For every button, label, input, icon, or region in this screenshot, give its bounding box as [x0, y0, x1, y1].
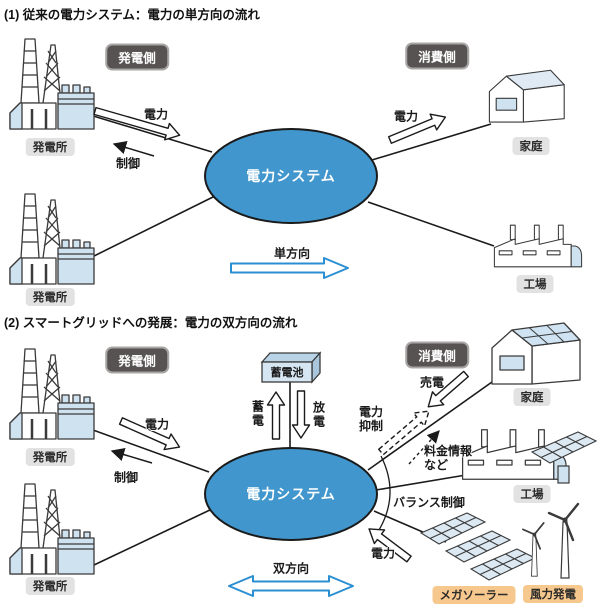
charge-arrow [266, 391, 286, 440]
power-arrow [118, 417, 181, 451]
power-arrow [368, 528, 412, 563]
plant-label: 発電所 [25, 448, 75, 466]
mega-solar-label: メガソーラー [432, 586, 516, 604]
wind-power-label: 風力発電 [523, 585, 583, 603]
battery-icon [260, 351, 322, 384]
home-icon [488, 69, 565, 123]
plant-label: 発電所 [25, 288, 75, 306]
generation-side-badge: 発電側 [105, 346, 169, 374]
discharge-label: 放電 [311, 401, 326, 429]
power-plant-icon [8, 482, 96, 576]
control-arrow [110, 448, 153, 464]
power-plant-icon [8, 347, 96, 441]
discharge-arrow [291, 390, 311, 439]
plant-label: 発電所 [25, 138, 75, 156]
consumption-side-badge: 消費側 [405, 341, 469, 369]
generation-side-badge: 発電側 [105, 43, 169, 71]
battery-label: 蓄電池 [270, 367, 304, 379]
sell-power-label: 売電 [419, 375, 445, 390]
power-system-ellipse-1 [204, 128, 378, 224]
one-way-arrow [230, 257, 349, 279]
wind-turbine-icon [547, 502, 580, 580]
factory-label: 工場 [513, 485, 551, 503]
price-info-arrow [408, 430, 440, 465]
power-plant-icon [8, 192, 96, 286]
consumption-side-badge: 消費側 [405, 42, 469, 70]
control-label: 制御 [115, 156, 141, 171]
control-arrow [112, 141, 155, 157]
control-label: 制御 [113, 470, 139, 485]
factory-label: 工場 [516, 275, 554, 293]
power-label: 電力 [370, 546, 396, 561]
two-way-arrow [228, 575, 354, 597]
wind-turbine-icon [522, 522, 545, 578]
charge-label: 蓄電 [250, 400, 265, 428]
price-info-label: 料金情報など [424, 444, 473, 472]
power-curtailment-arrow [378, 410, 430, 456]
power-system-ellipse-2 [204, 447, 378, 541]
power-system-label: 電力システム [246, 486, 336, 502]
one-way-label: 単方向 [273, 246, 311, 261]
power-label: 電力 [143, 107, 169, 122]
diagram1-title: (1) 従来の電力システム：電力の単方向の流れ [4, 8, 260, 22]
power-arrow [387, 113, 447, 144]
home-label: 家庭 [513, 388, 551, 406]
power-label: 電力 [144, 417, 170, 432]
sell-power-arrow [427, 370, 469, 408]
plant-label: 発電所 [25, 577, 75, 595]
balance-control-label: バランス制御 [393, 495, 465, 510]
power-plant-icon [8, 37, 96, 131]
power-arrow [93, 106, 181, 141]
grid-lines-diagram1 [89, 114, 495, 259]
power-curtailment-label: 電力抑制 [359, 405, 384, 433]
power-label: 電力 [393, 109, 419, 124]
two-way-label: 双方向 [272, 561, 310, 576]
factory-solar-support [557, 465, 570, 484]
home-solar-icon [491, 322, 581, 385]
balance-control-arc [378, 455, 391, 531]
diagram2-title: (2) スマートグリッドへの発展：電力の双方向の流れ [4, 316, 298, 330]
power-system-label: 電力システム [246, 168, 336, 184]
home-label: 家庭 [512, 137, 550, 155]
factory-icon [493, 224, 583, 268]
